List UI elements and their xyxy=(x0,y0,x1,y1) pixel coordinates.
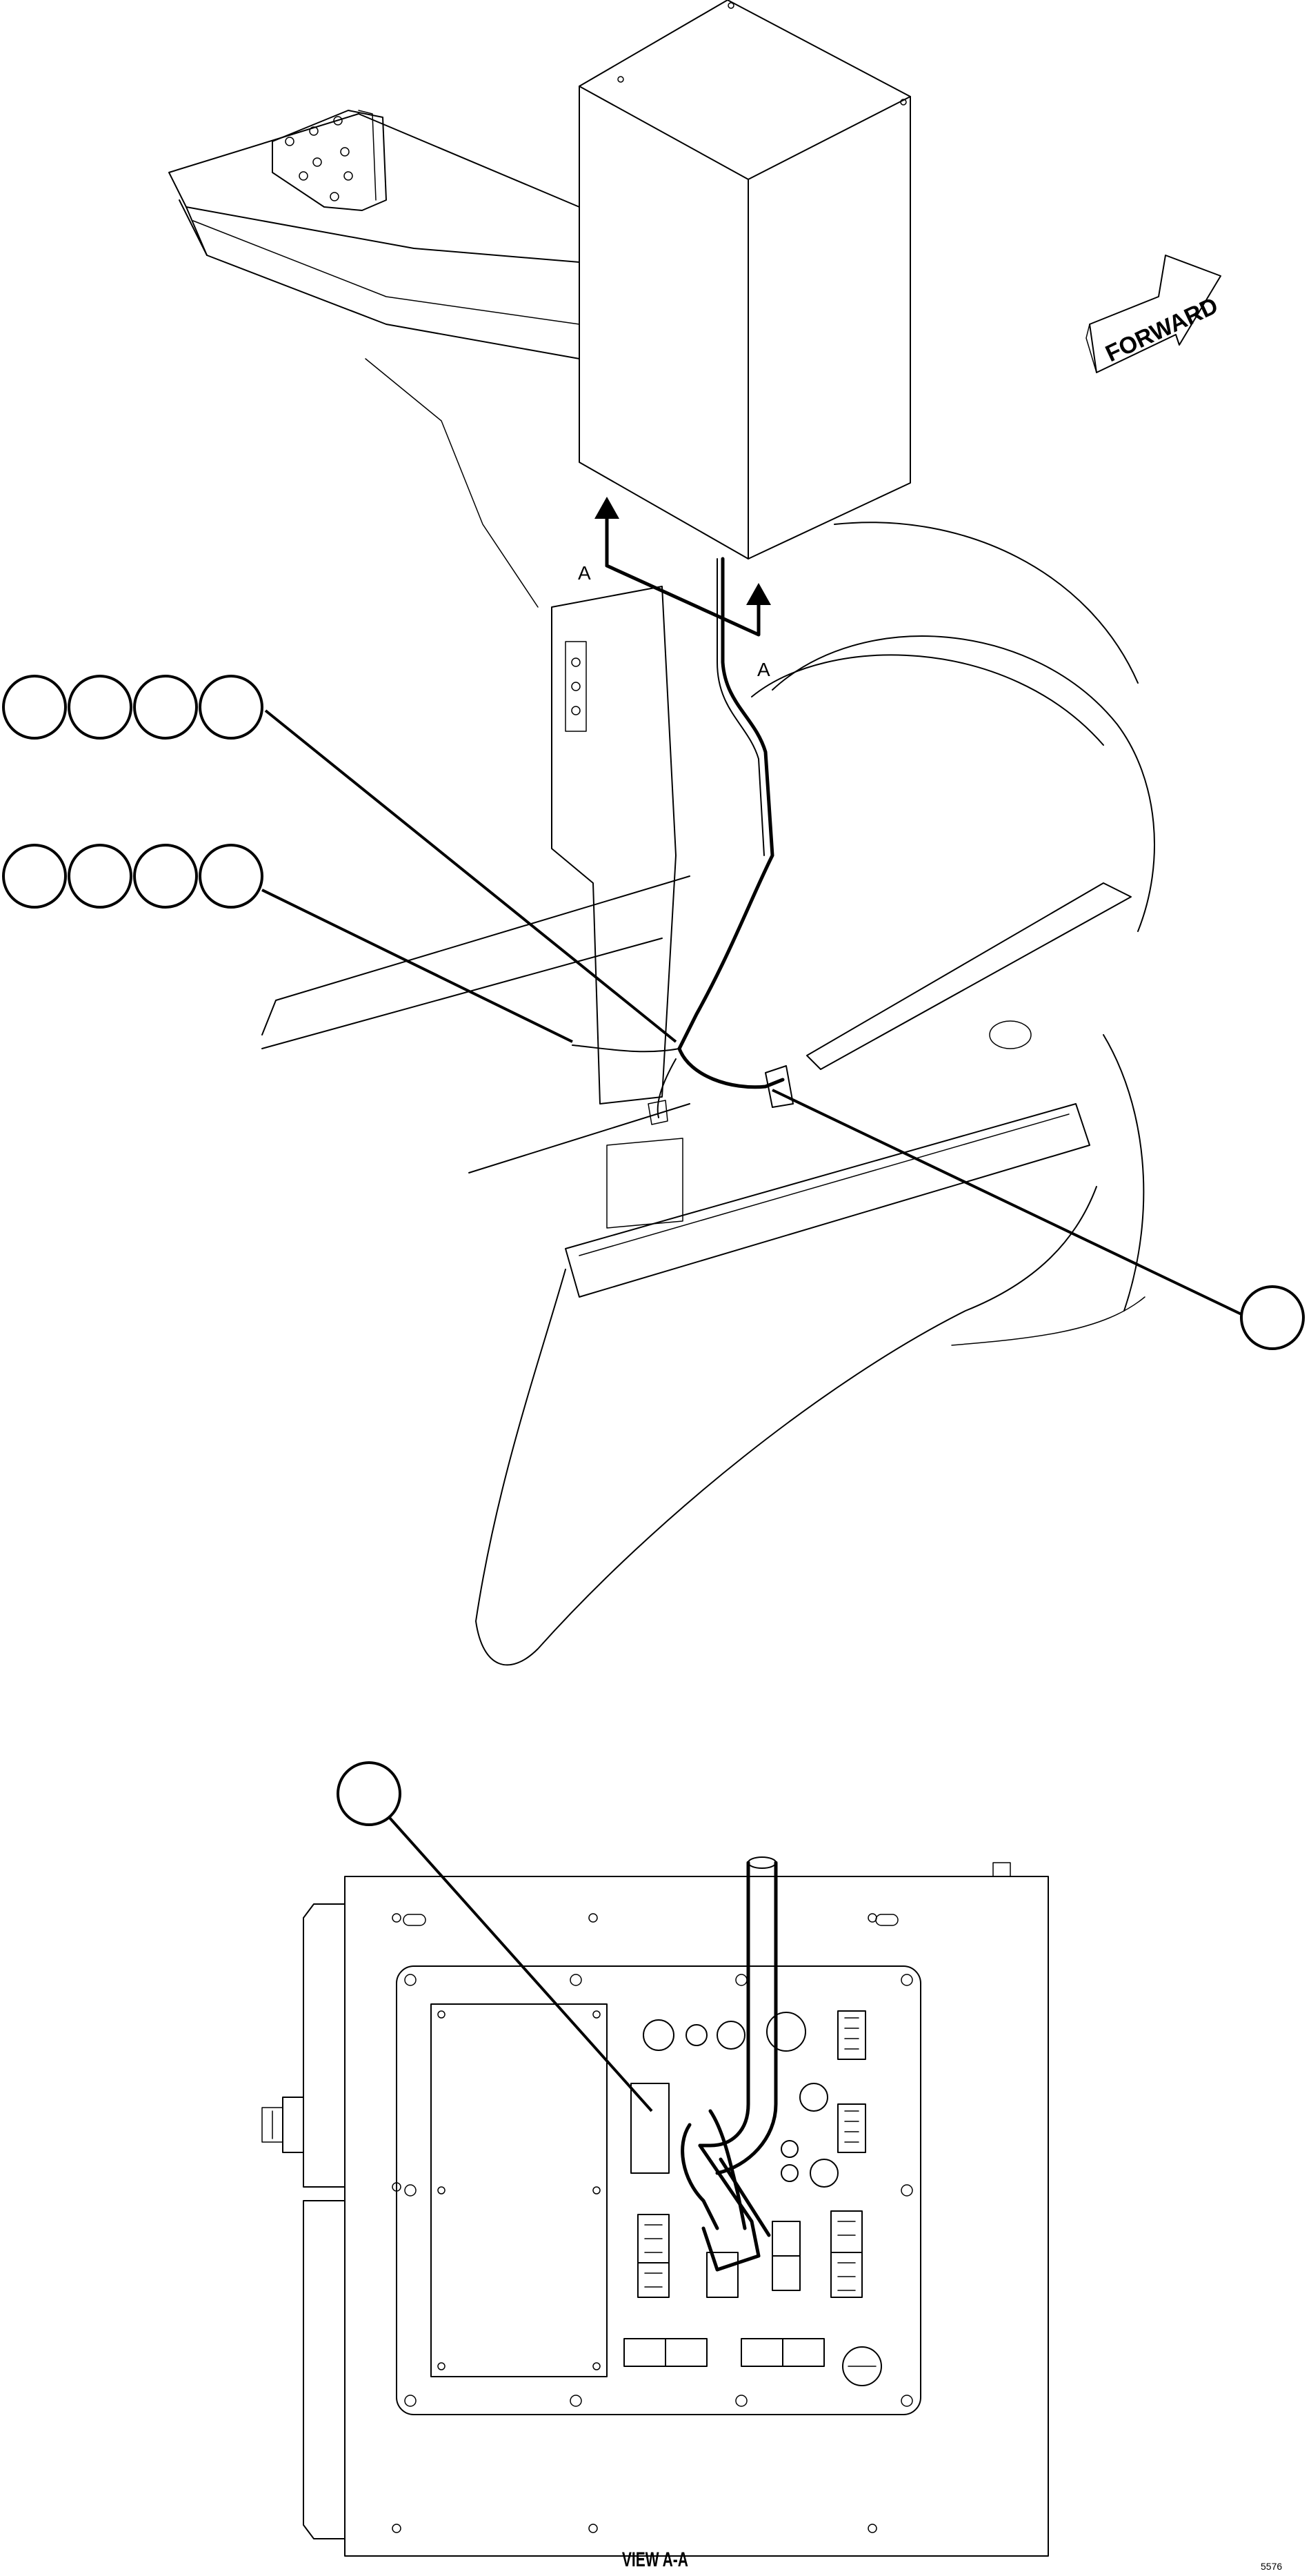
callout-top-1 xyxy=(2,675,67,740)
forward-label: FORWARD xyxy=(1101,293,1222,367)
section-arrows: A A xyxy=(578,497,771,680)
axle-beam xyxy=(261,875,1132,1298)
view-caption: VIEW A-A xyxy=(622,2549,688,2571)
enclosure-outline xyxy=(344,1876,1049,2557)
callout-view xyxy=(337,1761,401,1826)
callout-mid-1 xyxy=(2,844,67,909)
section-marker-right: A xyxy=(757,659,770,680)
callout-group-top xyxy=(2,675,677,1043)
forward-arrow: FORWARD xyxy=(1085,255,1222,373)
section-marker-left: A xyxy=(578,562,591,584)
callout-mid-4 xyxy=(199,844,263,909)
callout-top-3 xyxy=(133,675,198,740)
callout-mid-3 xyxy=(133,844,198,909)
wiring-harness xyxy=(572,557,794,1125)
figure-number: 5576 xyxy=(1261,2561,1282,2572)
fender-and-wheel xyxy=(475,522,1155,1666)
frame-rail xyxy=(168,113,580,608)
callout-right xyxy=(772,1089,1305,1350)
connector-array xyxy=(623,2010,866,2367)
callout-top-4 xyxy=(199,675,263,740)
mounting-bracket xyxy=(272,110,387,211)
support-column xyxy=(551,586,683,1229)
callout-group-middle xyxy=(2,844,573,1043)
view-a-a xyxy=(261,1761,1049,2557)
callout-mid-2 xyxy=(68,844,132,909)
cover-plate xyxy=(430,2003,608,2377)
control-box xyxy=(579,0,911,559)
callout-top-2 xyxy=(68,675,132,740)
inner-panel xyxy=(396,1965,921,2415)
